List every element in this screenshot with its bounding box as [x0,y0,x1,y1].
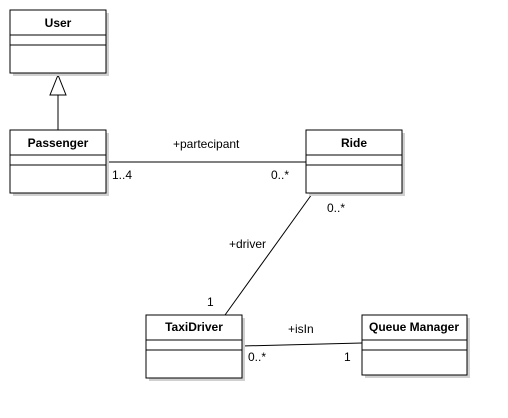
generalization-passenger-user[interactable] [49,73,67,130]
multiplicity-passenger: 1..4 [112,168,132,182]
class-ride[interactable]: Ride [305,129,405,196]
association-taxidriver-queue[interactable]: +isIn 0..* 1 [241,322,363,364]
multiplicity-taxidriver-queue: 0..* [248,350,266,364]
multiplicity-queue: 1 [344,350,351,364]
class-name-taxidriver: TaxiDriver [165,320,223,334]
class-user[interactable]: User [9,9,109,76]
association-passenger-ride[interactable]: +partecipant 1..4 0..* [107,137,306,182]
class-passenger[interactable]: Passenger [9,129,109,196]
class-taxidriver[interactable]: TaxiDriver [145,314,245,381]
association-ride-taxidriver[interactable]: 0..* +driver 1 [207,193,345,316]
role-driver: +driver [229,237,266,251]
multiplicity-ride-partecipant: 0..* [271,168,289,182]
multiplicity-ride-driver: 0..* [327,201,345,215]
multiplicity-taxidriver: 1 [207,295,214,309]
class-queue-manager[interactable]: Queue Manager [361,314,470,378]
class-name-passenger: Passenger [28,136,89,150]
class-name-ride: Ride [341,136,367,150]
class-name-queue-manager: Queue Manager [369,320,459,334]
role-partecipant: +partecipant [173,137,240,151]
class-name-user: User [45,16,72,30]
role-isin: +isIn [288,322,314,336]
inheritance-arrow-icon [49,73,67,96]
